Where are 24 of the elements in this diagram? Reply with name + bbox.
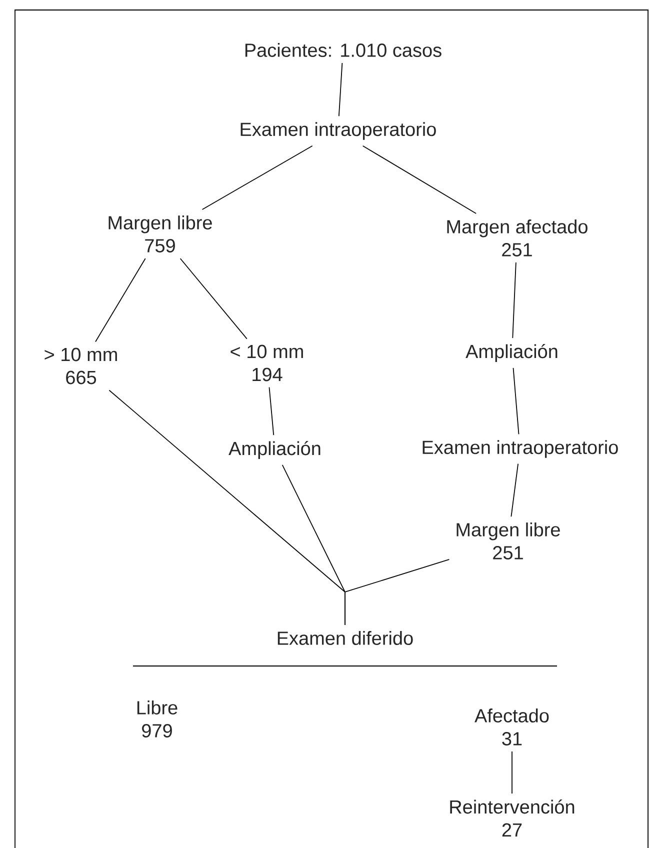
connector-line [202,145,313,210]
node-label: Pacientes: 1.010 casos [245,43,442,57]
connector-line [180,258,248,340]
connector-line [95,258,146,342]
connector-line [512,368,520,435]
node-label: Libre 979 [137,700,178,738]
connector-line [344,558,450,626]
node-label: < 10 mm 194 [230,344,303,382]
connector-line [362,145,477,214]
node-label: Examen diferido [278,631,413,645]
node-label: Margen libre 251 [456,522,560,560]
node-label: Margen libre 759 [108,216,212,252]
node-label: Reintervención 27 [450,800,574,836]
node-label: > 10 mm 665 [44,348,117,384]
node-label: Margen afectado 251 [447,220,588,256]
node-label: Afectado 31 [474,708,549,746]
node-label: Examen intraoperatorio [422,440,618,458]
node-label: Ampliación [466,344,558,362]
node-label: Examen intraoperatorio [240,122,436,140]
connector-line [268,386,274,436]
connector-line [510,463,519,517]
connector-line [512,262,516,338]
node-label: Ampliación [228,441,320,459]
connector-line [338,62,343,117]
